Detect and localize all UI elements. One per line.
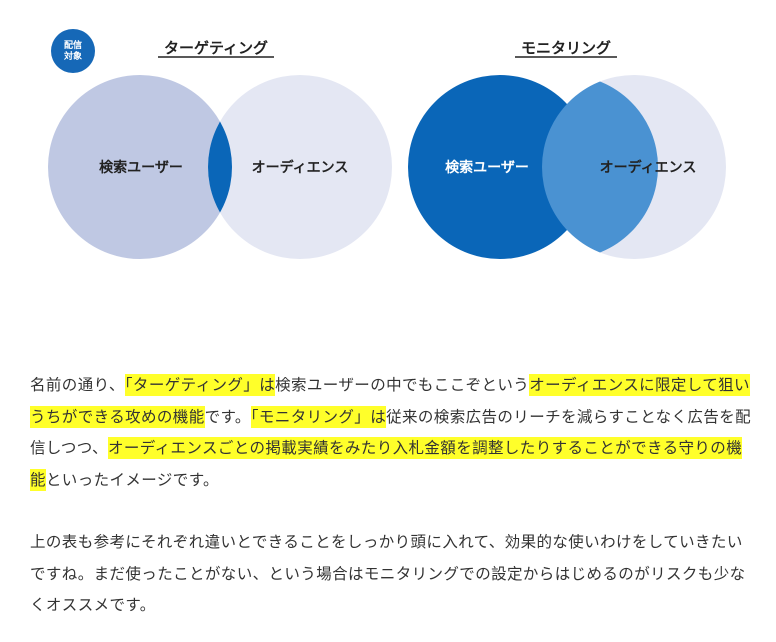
venn-targeting: ターゲティング 検索ユーザー オーディエンス <box>48 39 392 259</box>
p1-text-5: といったイメージです。 <box>45 470 219 489</box>
venn-targeting-right-label: オーディエンス <box>252 159 349 176</box>
p1-highlight-1: 「ターゲティング」は <box>124 374 276 396</box>
venn-targeting-audience-circle <box>208 75 392 259</box>
venn-targeting-title: ターゲティング <box>164 39 268 57</box>
venn-monitoring-left-label: 検索ユーザー <box>445 159 529 176</box>
badge-line1: 配信 <box>64 39 82 51</box>
p1-text-1: 名前の通り、 <box>30 376 125 394</box>
delivery-target-badge: 配信 対象 <box>51 29 95 73</box>
paragraph-2: 上の表も参考にそれぞれ違いとできることをしっかり頭に入れて、効果的な使いわけをし… <box>30 533 746 614</box>
badge-line2: 対象 <box>63 50 82 62</box>
venn-monitoring-right-label: オーディエンス <box>600 159 697 176</box>
venn-diagrams: 配信 対象 ターゲティング 検索ユーザー オーディエンス モニタリング 検索ユー… <box>0 0 776 300</box>
badge-circle <box>51 29 95 73</box>
p1-text-4: 従来の検索広告のリーチを減らすことなく広告を配信しつつ、 <box>30 407 752 458</box>
article-body: 名前の通り、「ターゲティング」は検索ユーザーの中でもここぞというオーディエンスに… <box>30 370 754 622</box>
venn-monitoring-title: モニタリング <box>521 39 611 57</box>
venn-svg: 配信 対象 ターゲティング 検索ユーザー オーディエンス モニタリング 検索ユー… <box>48 29 726 259</box>
venn-targeting-search-users-circle <box>48 75 232 259</box>
paragraph-1: 名前の通り、「ターゲティング」は検索ユーザーの中でもここぞというオーディエンスに… <box>30 370 754 496</box>
p1-highlight-3: 「モニタリング」は <box>250 405 387 428</box>
venn-monitoring-overlap <box>542 75 658 259</box>
p1-text-2: 検索ユーザーの中でもここぞという <box>275 376 530 394</box>
venn-monitoring-search-users-circle <box>408 75 592 259</box>
p1-text-3: です。 <box>204 407 251 426</box>
venn-monitoring: モニタリング 検索ユーザー オーディエンス <box>408 39 726 259</box>
venn-targeting-left-label: 検索ユーザー <box>99 159 183 176</box>
